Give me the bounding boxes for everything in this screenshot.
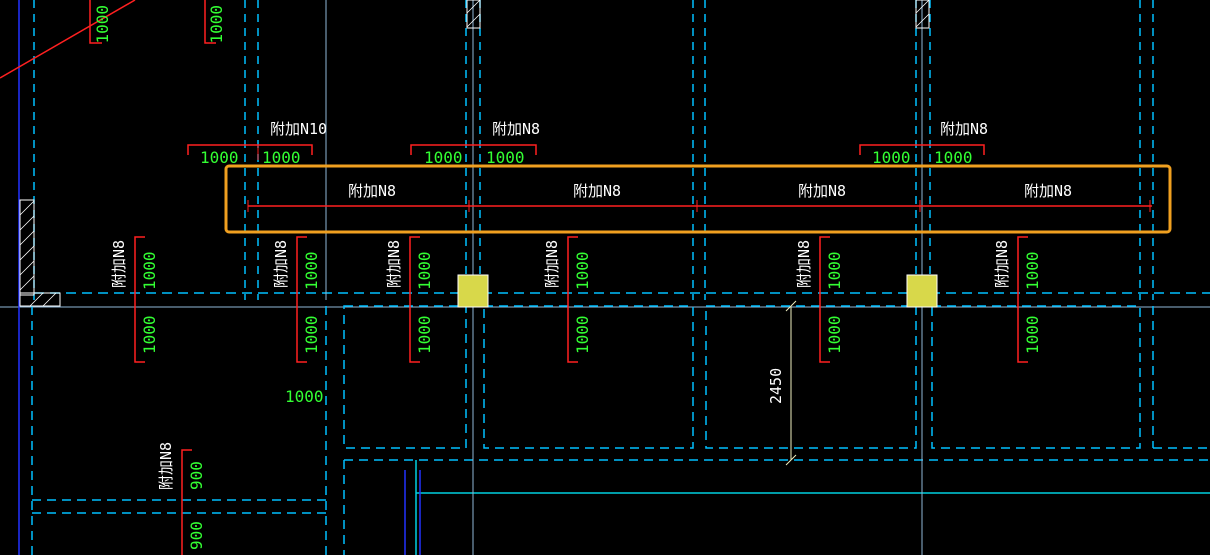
vertical-callout-6-dim-2: 1000 <box>1023 315 1042 354</box>
lower-left-callout-label: 附加N8 <box>157 442 175 490</box>
top-callout-3-dim-2: 1000 <box>934 148 973 167</box>
vertical-callout-1-dim-1: 1000 <box>140 251 159 290</box>
lower-left-callout[interactable]: 附加N8 900 900 <box>157 442 206 555</box>
axis-lines <box>18 0 421 555</box>
top-callout-2-dim-1: 1000 <box>424 148 463 167</box>
wall-hatch <box>19 0 930 307</box>
vertical-callout-3-dim-2: 1000 <box>415 315 434 354</box>
vertical-callout-2-dim-2: 1000 <box>302 315 321 354</box>
lower-left-callout-dim-1: 900 <box>187 461 206 490</box>
vertical-callout-4-label: 附加N8 <box>543 240 561 288</box>
vertical-callout-5-dim-1: 1000 <box>825 251 844 290</box>
run-segment-label-2: 附加N8 <box>573 182 621 200</box>
column-2[interactable] <box>906 274 938 308</box>
vertical-callout-6-label: 附加N8 <box>993 240 1011 288</box>
run-segment-label-3: 附加N8 <box>798 182 846 200</box>
vertical-callout-4-dim-1: 1000 <box>573 251 592 290</box>
top-callout-1-dim-1: 1000 <box>200 148 239 167</box>
dimension-2450[interactable]: 2450 <box>767 300 797 466</box>
selection-highlight-box[interactable] <box>224 164 1172 234</box>
vertical-callout-2-dim-1: 1000 <box>302 251 321 290</box>
diagonal-cut-line <box>0 0 136 79</box>
vertical-callout-4-dim-2: 1000 <box>573 315 592 354</box>
highlighted-rebar-run[interactable]: 附加N8 附加N8 附加N8 附加N8 <box>224 164 1172 234</box>
vertical-callout-6-dim-1: 1000 <box>1023 251 1042 290</box>
vertical-callout-6[interactable]: 附加N8 1000 1000 <box>993 236 1042 363</box>
vertical-callout-3-label: 附加N8 <box>385 240 403 288</box>
top-callout-3-label: 附加N8 <box>940 120 988 138</box>
top-callout-1[interactable]: 附加N10 1000 1000 <box>187 120 327 167</box>
top-callout-1-dim-2: 1000 <box>262 148 301 167</box>
run-segment-label-1: 附加N8 <box>348 182 396 200</box>
top-edge-rebar[interactable] <box>89 0 216 44</box>
column-1[interactable] <box>457 274 489 308</box>
vertical-callout-3-dim-1: 1000 <box>415 251 434 290</box>
structural-columns[interactable] <box>457 274 938 308</box>
lower-left-callout-dim-2: 900 <box>187 521 206 550</box>
vertical-callout-2-label: 附加N8 <box>272 240 290 288</box>
vertical-callout-5-dim-2: 1000 <box>825 315 844 354</box>
loose-dimension: 1000 <box>285 387 324 406</box>
top-edge-dim-1: 1000 <box>93 5 112 44</box>
top-edge-dim-2: 1000 <box>207 5 226 44</box>
vertical-callout-5-label: 附加N8 <box>795 240 813 288</box>
top-callout-2-dim-2: 1000 <box>486 148 525 167</box>
vertical-callout-5[interactable]: 附加N8 1000 1000 <box>795 236 844 363</box>
vertical-callout-1[interactable]: 附加N8 1000 1000 <box>110 236 159 363</box>
vertical-callout-4[interactable]: 附加N8 1000 1000 <box>543 236 592 363</box>
top-callout-2[interactable]: 附加N8 1000 1000 <box>410 120 540 167</box>
vertical-callout-1-label: 附加N8 <box>110 240 128 288</box>
dimension-2450-text: 2450 <box>767 368 785 404</box>
top-callout-3[interactable]: 附加N8 1000 1000 <box>859 120 988 167</box>
run-segment-label-4: 附加N8 <box>1024 182 1072 200</box>
vertical-callout-2[interactable]: 附加N8 1000 1000 <box>272 236 321 363</box>
top-callout-2-label: 附加N8 <box>492 120 540 138</box>
vertical-callout-1-dim-2: 1000 <box>140 315 159 354</box>
top-callout-3-dim-1: 1000 <box>872 148 911 167</box>
vertical-callout-3[interactable]: 附加N8 1000 1000 <box>385 236 434 363</box>
top-callout-1-label: 附加N10 <box>270 120 327 138</box>
